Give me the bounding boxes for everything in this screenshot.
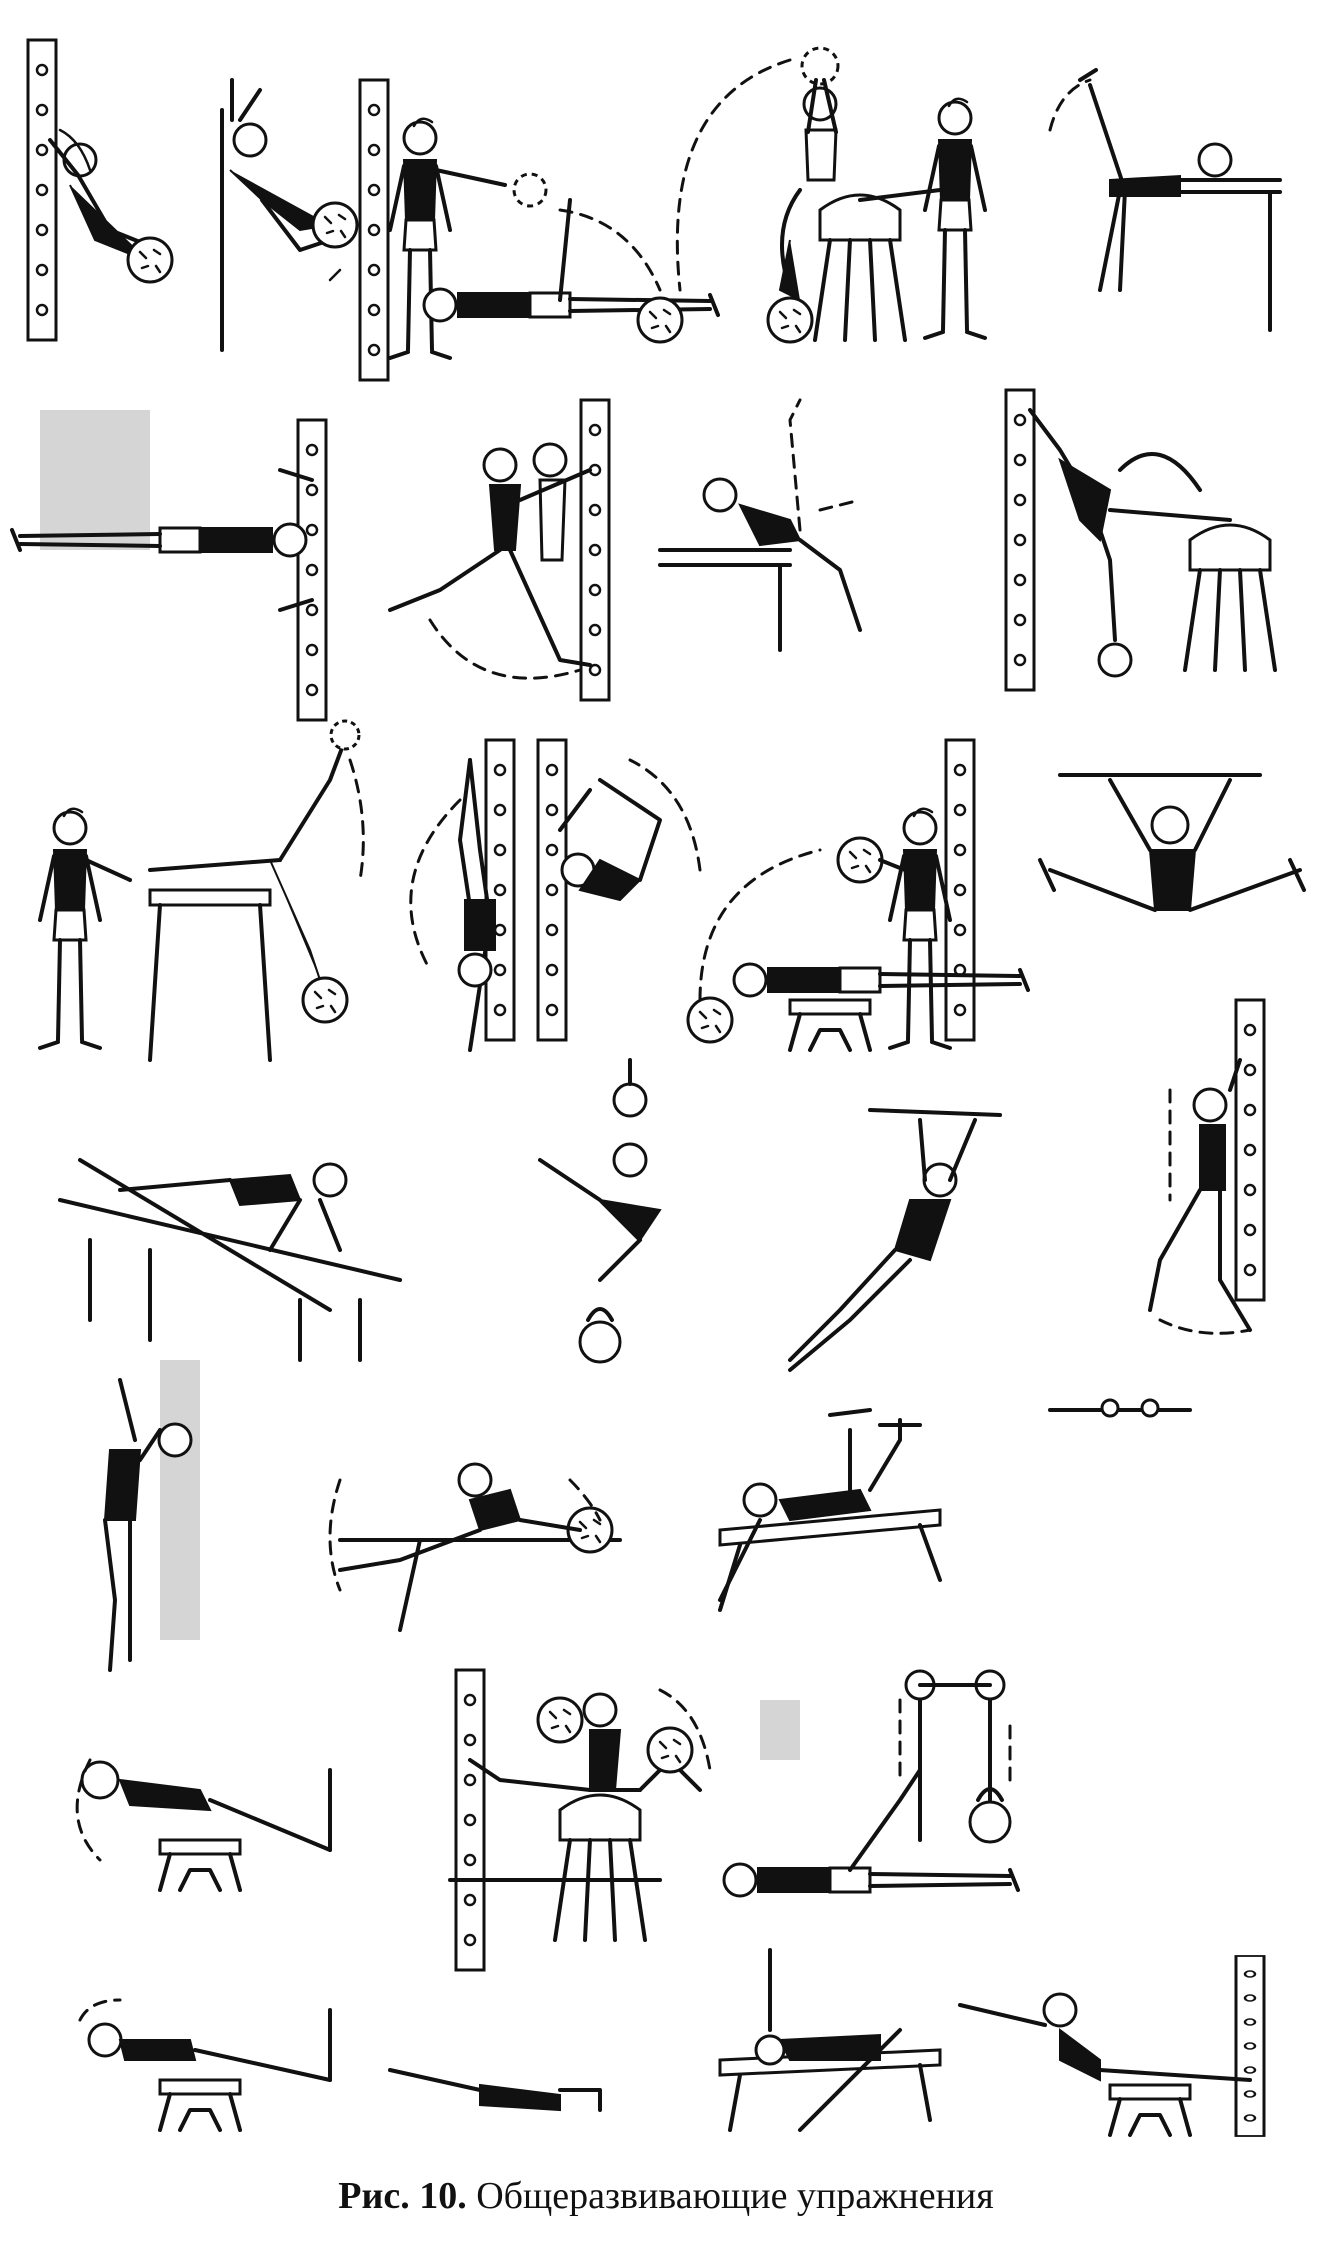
- panel-25: [78, 1998, 332, 2132]
- panel-21: [718, 1408, 942, 1612]
- panel-4: [675, 46, 987, 344]
- panel-2: [220, 78, 359, 352]
- panel-22: [75, 1758, 332, 1892]
- panel-17: [788, 1108, 1002, 1372]
- panel-27: [718, 1948, 942, 2132]
- panel-3: [358, 78, 720, 382]
- panel-13: [686, 738, 1030, 1052]
- panel-20: [328, 1462, 622, 1632]
- panel-12: [536, 738, 702, 1042]
- panel-24: [722, 1669, 1020, 1898]
- panel-18: [1048, 998, 1266, 1418]
- panel-11: [409, 738, 516, 1052]
- figure-caption: Рис. 10. Общеразвивающие упражнения: [0, 2172, 1332, 2220]
- panel-10: [38, 719, 365, 1062]
- panel-26: [388, 2068, 602, 2112]
- panel-28: [958, 1954, 1266, 2138]
- panel-19: [103, 1360, 200, 1672]
- panel-15: [58, 1158, 402, 1362]
- panel-8: [658, 398, 862, 652]
- panel-9: [1004, 388, 1277, 692]
- panel-14: [1038, 773, 1306, 912]
- panel-23: [448, 1668, 712, 1972]
- figure-caption-label: Рис. 10.: [338, 2175, 467, 2217]
- panel-16: [538, 1058, 662, 1364]
- panel-7: [388, 398, 611, 702]
- panel-1: [26, 38, 174, 342]
- panel-6: [10, 410, 328, 722]
- panel-5: [1048, 68, 1282, 332]
- exercise-illustration-sheet: [10, 38, 1306, 2138]
- figure-caption-text: Общеразвивающие упражнения: [476, 2175, 994, 2217]
